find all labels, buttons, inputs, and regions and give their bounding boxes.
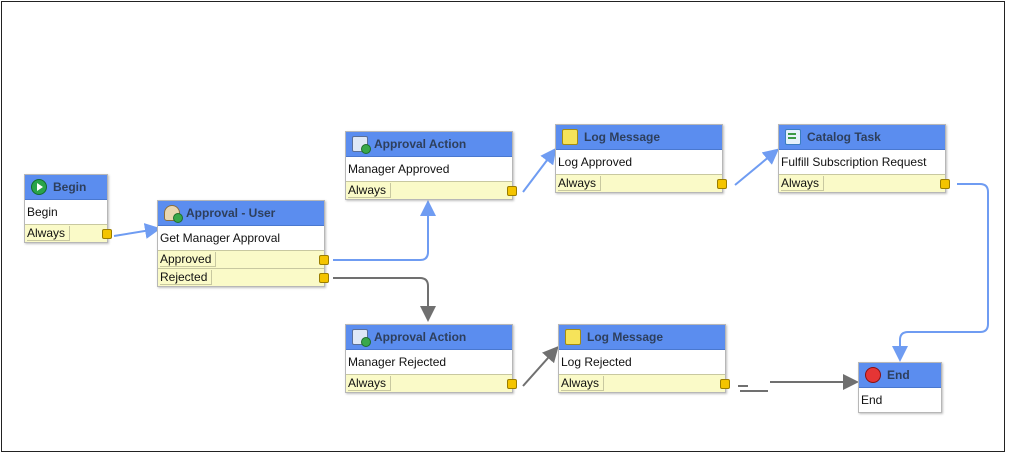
exit-port[interactable] [102,229,112,239]
user-approval-icon [164,205,183,223]
activity-approval-user[interactable]: Approval - User Get Manager Approval App… [157,200,329,287]
activity-label: Begin [27,205,58,219]
note-icon [565,329,581,345]
activity-title: Approval - User [186,206,276,220]
activity-log-rejected[interactable]: Log Message Log Rejected Always [558,324,730,393]
activity-catalog-task[interactable]: Catalog Task Fulfill Subscription Reques… [778,124,950,193]
activity-label: Log Rejected [561,355,632,369]
exit-port[interactable] [319,255,329,265]
condition-approved[interactable]: Approved [158,250,329,268]
approval-action-icon [352,136,371,154]
activity-log-approved[interactable]: Log Message Log Approved Always [555,124,727,193]
activity-title: Approval Action [374,330,467,344]
activity-label: Manager Approved [348,162,450,176]
condition-always[interactable]: Always [779,174,950,192]
activity-label: Manager Rejected [348,355,447,369]
activity-label: Fulfill Subscription Request [781,155,927,169]
activity-title: Catalog Task [807,130,881,144]
condition-always[interactable]: Always [346,374,517,392]
activity-label: Get Manager Approval [160,231,281,245]
activity-begin[interactable]: Begin Begin Always [24,174,112,243]
exit-port[interactable] [717,179,727,189]
activity-label: Log Approved [558,155,633,169]
play-icon [31,179,47,195]
activity-title: Log Message [584,130,661,144]
activity-title: End [887,368,910,382]
activity-title: Approval Action [374,137,467,151]
stop-icon [865,367,881,383]
approval-action-icon [352,329,371,347]
exit-port[interactable] [319,273,329,283]
exit-port[interactable] [507,379,517,389]
activity-approval-action-rejected[interactable]: Approval Action Manager Rejected Always [345,324,517,393]
activity-title: Begin [53,180,87,194]
condition-always[interactable]: Always [346,181,517,199]
condition-always[interactable]: Always [556,174,727,192]
exit-port[interactable] [720,379,730,389]
condition-always[interactable]: Always [25,224,112,242]
exit-port[interactable] [940,179,950,189]
condition-rejected[interactable]: Rejected [158,268,329,286]
activity-end[interactable]: End End [858,362,942,413]
activity-title: Log Message [587,330,664,344]
exit-port[interactable] [507,186,517,196]
activity-approval-action-approved[interactable]: Approval Action Manager Approved Always [345,131,517,200]
activity-label: End [861,393,883,407]
note-icon [562,129,578,145]
condition-always[interactable]: Always [559,374,730,392]
task-icon [785,129,801,145]
